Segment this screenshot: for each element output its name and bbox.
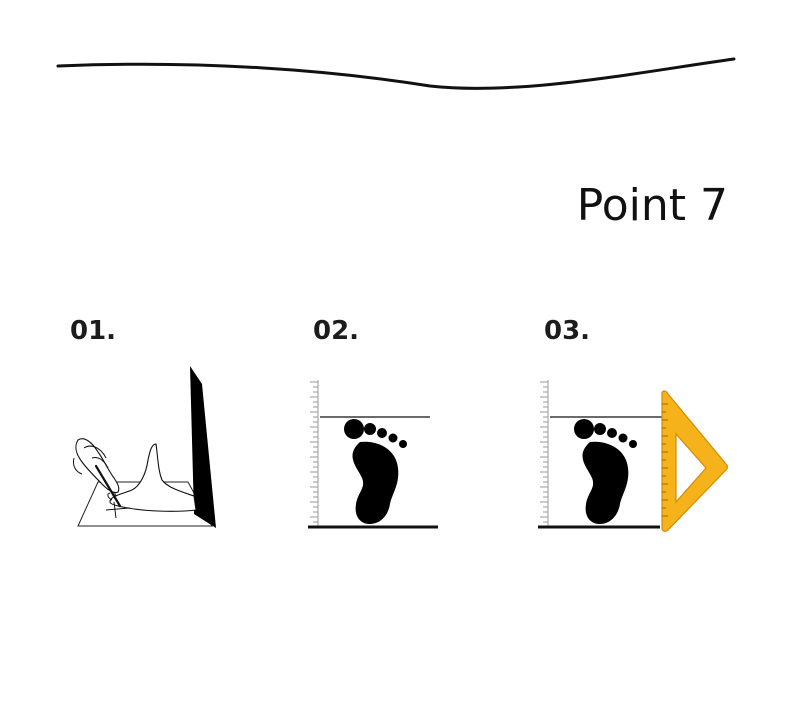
foot-measurement-with-set-square-icon xyxy=(538,380,729,532)
page-title: Point 7 xyxy=(576,180,728,231)
set-square-icon xyxy=(661,390,729,532)
vertical-ruler xyxy=(310,380,319,526)
foot-measurement-icon xyxy=(308,380,438,529)
wavy-divider-line xyxy=(56,57,736,90)
step-number-1: 01. xyxy=(70,316,117,346)
footprint-icon xyxy=(574,419,637,524)
foot-tracing-icon xyxy=(73,366,216,528)
vertical-ruler xyxy=(540,380,549,526)
step-number-3: 03. xyxy=(544,316,591,346)
footprint-icon xyxy=(344,419,407,524)
step-number-2: 02. xyxy=(313,316,360,346)
